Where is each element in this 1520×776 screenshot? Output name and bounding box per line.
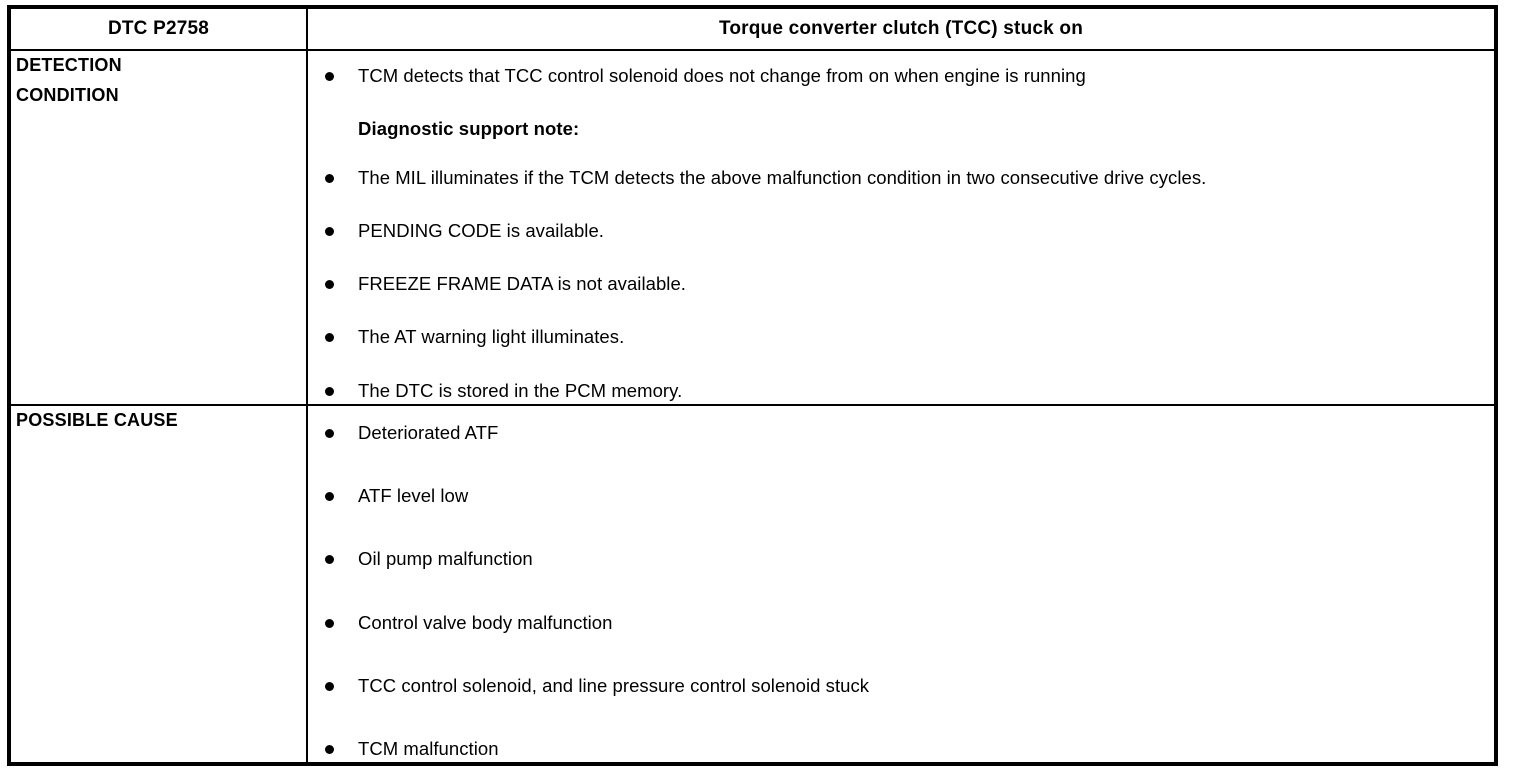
possible-cause-label: POSSIBLE CAUSE [16, 409, 178, 430]
possible-cause-label-cell: POSSIBLE CAUSE [9, 403, 308, 765]
list-item-text: TCM malfunction [358, 738, 499, 760]
detection-condition-list: TCM detects that TCC control solenoid do… [308, 51, 1494, 404]
list-item-text: The MIL illuminates if the TCM detects t… [358, 166, 1207, 188]
bullet-dot-icon [325, 618, 334, 628]
dtc-diagnostic-table: DTC P2758 Torque converter clutch (TCC) … [7, 5, 1498, 767]
list-item: PENDING CODE is available. [308, 218, 1494, 244]
list-item-text: TCM detects that TCC control solenoid do… [358, 65, 1086, 86]
list-item-text: Control valve body malfunction [358, 611, 613, 633]
list-item: The AT warning light illuminates. [308, 324, 1494, 350]
list-item: Deteriorated ATF [308, 420, 1494, 446]
bullet-dot-icon [325, 226, 334, 236]
bullet-dot-icon [325, 333, 334, 343]
detection-condition-row: DETECTION CONDITION TCM detects that TCC… [9, 49, 1496, 406]
list-item-text: Deteriorated ATF [358, 421, 499, 443]
dtc-code-header: DTC P2758 [9, 7, 308, 51]
possible-cause-content-cell: Deteriorated ATF ATF level low Oil pump … [306, 403, 1496, 765]
list-item: Oil pump malfunction [308, 546, 1494, 572]
list-item: Control valve body malfunction [308, 610, 1494, 636]
bullet-dot-icon [325, 681, 334, 691]
bullet-dot-icon [325, 173, 334, 183]
table-header-row: DTC P2758 Torque converter clutch (TCC) … [9, 7, 1496, 51]
possible-cause-row: POSSIBLE CAUSE Deteriorated ATF ATF leve… [9, 403, 1496, 765]
bullet-dot-icon [325, 280, 334, 290]
list-item-text: The DTC is stored in the PCM memory. [358, 379, 683, 401]
list-item-text: PENDING CODE is available. [358, 219, 604, 241]
bullet-dot-icon [325, 745, 334, 755]
list-item: TCM detects that TCC control solenoid do… [308, 63, 1494, 89]
detection-condition-label: DETECTION CONDITION [16, 55, 122, 105]
detection-condition-content-cell: TCM detects that TCC control solenoid do… [306, 49, 1496, 406]
list-item-text: Oil pump malfunction [358, 548, 533, 570]
diagnostic-support-note-text: Diagnostic support note: [358, 118, 580, 140]
list-item-text: The AT warning light illuminates. [358, 326, 625, 348]
bullet-dot-icon [325, 428, 334, 438]
list-item: The DTC is stored in the PCM memory. [308, 378, 1494, 404]
list-item: TCC control solenoid, and line pressure … [308, 673, 1494, 699]
list-item-text: TCC control solenoid, and line pressure … [358, 674, 870, 696]
list-item: The MIL illuminates if the TCM detects t… [308, 165, 1494, 191]
list-item-text: FREEZE FRAME DATA is not available. [358, 273, 686, 295]
possible-cause-list: Deteriorated ATF ATF level low Oil pump … [308, 406, 1494, 763]
list-item-text: ATF level low [358, 485, 469, 507]
bullet-dot-icon [325, 72, 334, 81]
bullet-dot-icon [325, 555, 334, 565]
diagnostic-support-note: Diagnostic support note: [308, 116, 1494, 142]
list-item: FREEZE FRAME DATA is not available. [308, 271, 1494, 297]
list-item: ATF level low [308, 483, 1494, 509]
detection-condition-label-cell: DETECTION CONDITION [9, 49, 308, 406]
bullet-dot-icon [325, 492, 334, 502]
dtc-title-header: Torque converter clutch (TCC) stuck on [306, 7, 1496, 51]
list-item: TCM malfunction [308, 736, 1494, 762]
bullet-dot-icon [325, 386, 334, 396]
